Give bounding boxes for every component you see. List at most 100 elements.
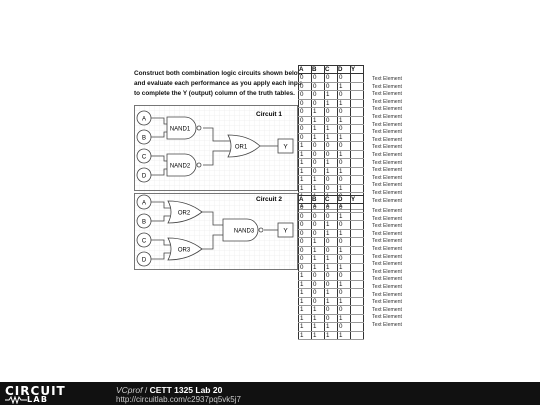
cell-b: 0 — [311, 150, 325, 159]
input-c-node-c1[interactable]: C — [136, 148, 152, 164]
or1-gate[interactable]: OR1 — [227, 134, 261, 158]
cell-a: 1 — [298, 331, 312, 340]
cell-b: 1 — [311, 107, 325, 117]
cell-y[interactable] — [350, 331, 364, 340]
cell-y[interactable] — [350, 212, 364, 221]
cell-c: 1 — [324, 263, 338, 272]
input-a-node-c2[interactable]: A — [136, 194, 152, 210]
nand2-gate[interactable]: NAND2 — [166, 153, 202, 177]
cell-y[interactable] — [350, 203, 364, 213]
cell-y[interactable] — [350, 184, 364, 193]
text-element-label[interactable]: Text Element — [372, 76, 402, 82]
cell-c: 0 — [324, 73, 338, 83]
text-element-label[interactable]: Text Element — [372, 276, 402, 283]
cell-y[interactable] — [350, 158, 364, 168]
circuit-url-link[interactable]: http://circuitlab.com/c2937pq5vk5j7 — [116, 395, 241, 404]
text-element-label[interactable]: Text Element — [372, 261, 402, 268]
text-element-label[interactable]: Text Element — [372, 284, 402, 290]
input-c-node-c2[interactable]: C — [136, 232, 152, 248]
cell-y[interactable] — [350, 322, 364, 332]
input-d-node-c2[interactable]: D — [136, 251, 152, 267]
cell-y[interactable] — [350, 280, 364, 289]
cell-y[interactable] — [350, 288, 364, 298]
text-element-label[interactable]: Text Element — [372, 253, 402, 260]
cell-y[interactable] — [350, 99, 364, 108]
text-element-label[interactable]: Text Element — [372, 159, 402, 166]
cell-d: 0 — [337, 271, 351, 281]
text-element-label[interactable]: Text Element — [372, 174, 402, 181]
cell-y[interactable] — [350, 246, 364, 255]
or2-gate[interactable]: OR2 — [167, 200, 203, 224]
cell-y[interactable] — [350, 141, 364, 151]
cell-y[interactable] — [350, 175, 364, 185]
text-element-label[interactable]: Text Element — [372, 299, 402, 306]
output-y-c1[interactable]: Y — [277, 138, 294, 154]
cell-y[interactable] — [350, 254, 364, 264]
text-element-label[interactable]: Text Element — [372, 144, 402, 151]
instructions-text: Construct both combination logic circuit… — [134, 69, 302, 99]
cell-a: 1 — [298, 280, 312, 289]
text-element-label[interactable]: Text Element — [372, 98, 402, 105]
cell-y[interactable] — [350, 116, 364, 125]
text-element-label[interactable]: Text Element — [372, 314, 402, 321]
cell-a: 0 — [298, 124, 312, 134]
text-element-label[interactable]: Text Element — [372, 246, 402, 252]
cell-d: 0 — [337, 73, 351, 83]
text-element-label[interactable]: Text Element — [372, 230, 402, 237]
text-element-label[interactable]: Text Element — [372, 91, 402, 98]
nand1-gate[interactable]: NAND1 — [166, 116, 202, 140]
text-element-label[interactable]: Text Element — [372, 129, 402, 136]
text-element-label[interactable]: Text Element — [372, 238, 402, 245]
text-element-label[interactable]: Text Element — [372, 190, 402, 196]
text-element-label[interactable]: Text Element — [372, 121, 402, 128]
cell-y[interactable] — [350, 237, 364, 247]
text-element-label[interactable]: Text Element — [372, 215, 402, 222]
cell-y[interactable] — [350, 305, 364, 315]
cell-b: 0 — [311, 229, 325, 238]
output-y-c2[interactable]: Y — [277, 222, 294, 238]
cell-y[interactable] — [350, 263, 364, 272]
circuit-title[interactable]: CETT 1325 Lab 20 — [149, 385, 223, 395]
input-a-node-c1[interactable]: A — [136, 110, 152, 126]
text-element-label[interactable]: Text Element — [372, 197, 402, 204]
circuit-2-title: Circuit 2 — [256, 196, 282, 203]
text-element-label[interactable]: Text Element — [372, 322, 402, 328]
cell-y[interactable] — [350, 90, 364, 100]
cell-y[interactable] — [350, 73, 364, 83]
cell-y[interactable] — [350, 124, 364, 134]
nand3-gate[interactable]: NAND3 — [222, 218, 264, 242]
text-element-label[interactable]: Text Element — [372, 208, 402, 214]
cell-a: 0 — [298, 220, 312, 230]
text-element-label[interactable]: Text Element — [372, 152, 402, 158]
truth-table-header-row: A B C D Y — [298, 65, 364, 74]
text-element-label[interactable]: Text Element — [372, 114, 402, 120]
cell-y[interactable] — [350, 297, 364, 306]
cell-y[interactable] — [350, 220, 364, 230]
cell-y[interactable] — [350, 229, 364, 238]
cell-y[interactable] — [350, 107, 364, 117]
cell-a: 0 — [298, 73, 312, 83]
cell-y[interactable] — [350, 167, 364, 176]
text-element-label[interactable]: Text Element — [372, 291, 402, 298]
cell-y[interactable] — [350, 314, 364, 323]
input-b-node-c2[interactable]: B — [136, 213, 152, 229]
text-element-label[interactable]: Text Element — [372, 306, 402, 313]
circuitlab-logo[interactable]: CIRCUIT LAB — [5, 384, 91, 404]
column-header-y: Y — [350, 65, 364, 74]
input-b-node-c1[interactable]: B — [136, 129, 152, 145]
cell-y[interactable] — [350, 133, 364, 142]
text-element-label[interactable]: Text Element — [372, 223, 402, 230]
or3-gate[interactable]: OR3 — [167, 237, 203, 261]
text-element-label[interactable]: Text Element — [372, 182, 402, 189]
input-d-node-c1[interactable]: D — [136, 167, 152, 183]
text-element-label[interactable]: Text Element — [372, 106, 402, 113]
text-element-label[interactable]: Text Element — [372, 268, 402, 275]
cell-y[interactable] — [350, 271, 364, 281]
text-element-label[interactable]: Text Element — [372, 167, 402, 174]
cell-y[interactable] — [350, 150, 364, 159]
author-link[interactable]: VCprof — [116, 385, 143, 395]
cell-y[interactable] — [350, 82, 364, 91]
text-element-label[interactable]: Text Element — [372, 83, 402, 90]
text-element-label[interactable]: Text Element — [372, 136, 402, 143]
